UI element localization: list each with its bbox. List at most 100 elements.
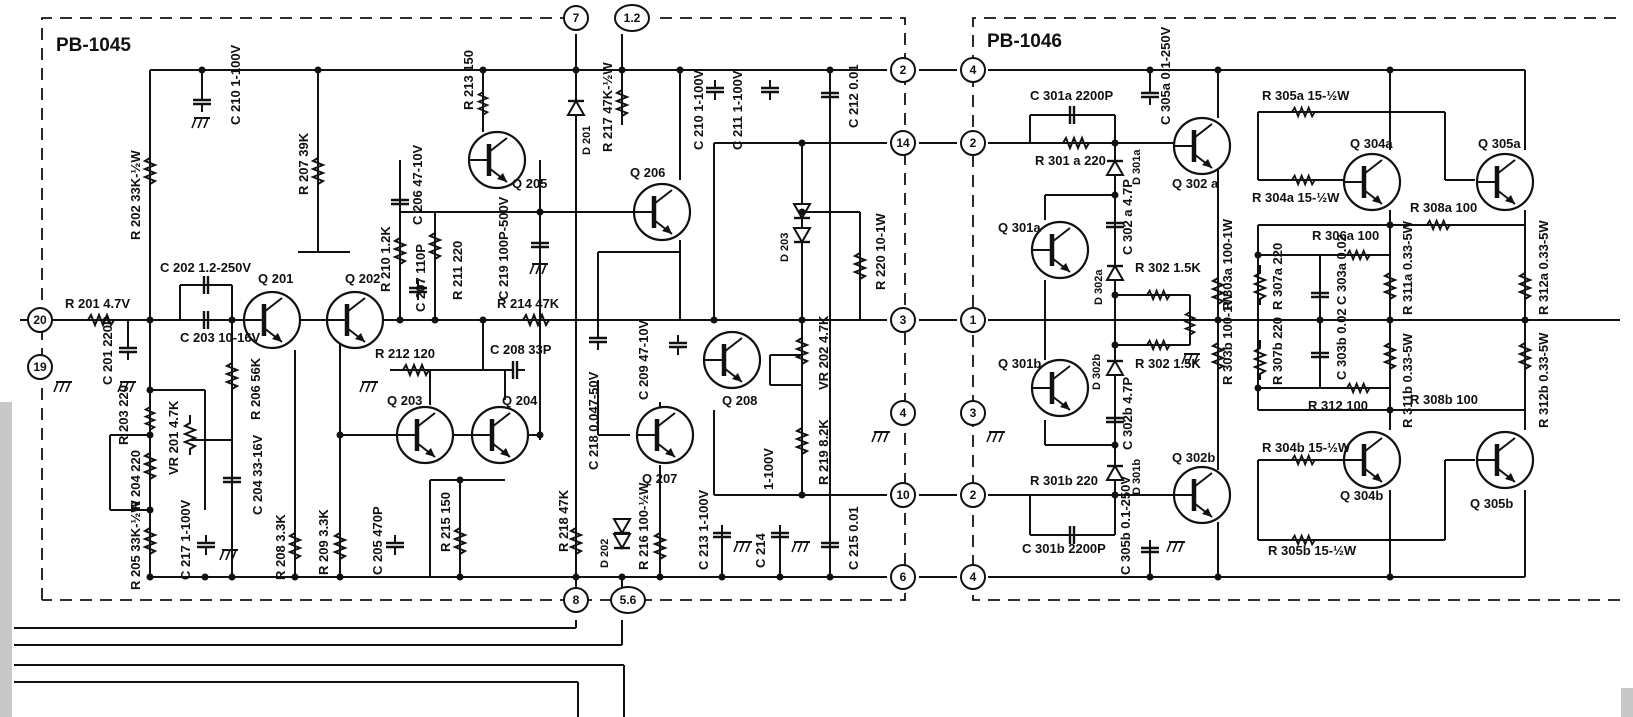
label-r208: R 208 3.3K (273, 514, 288, 580)
label-r311b: R 311b 0.33-5W (1400, 333, 1415, 428)
svg-text:20: 20 (33, 313, 47, 327)
svg-text:19: 19 (33, 360, 47, 374)
label-r304b: R 304b 15-½W (1262, 440, 1351, 455)
label-r311a: R 311a 0.33-5W (1400, 220, 1415, 315)
label-c216: 1-100V (761, 448, 776, 490)
label-r308a: R 308a 100 (1410, 200, 1477, 215)
label-q208: Q 208 (722, 393, 757, 408)
svg-text:8: 8 (573, 593, 580, 607)
label-d202: D 202 (599, 539, 611, 568)
terminal-7: 7 (563, 5, 589, 31)
label-r302a: R 302 1.5K (1135, 260, 1201, 275)
pb1045-components (53, 78, 1006, 566)
label-c209: C 209 47-10V (636, 319, 651, 400)
label-q304a: Q 304a (1350, 136, 1393, 151)
label-q205: Q 205 (512, 176, 547, 191)
terminal-2-c: 2 (960, 482, 986, 508)
terminal-10: 10 (890, 482, 916, 508)
label-c302b: C 302b 4.7P (1120, 377, 1135, 450)
right-edge-bar (1621, 688, 1633, 717)
label-d201: D 201 (581, 126, 593, 155)
label-r204: R 204 220 (128, 450, 143, 510)
terminal-8: 8 (563, 587, 589, 613)
terminal-5-6: 5.6 (610, 586, 646, 614)
label-c214: C 214 (753, 533, 768, 568)
label-r312a: R 312a 0.33-5W (1536, 220, 1551, 315)
label-c303b: C 303b 0.02 (1334, 308, 1349, 380)
pb1046-labels: C 301a 2200P C 305a 0.1-250V R 301 a 220… (998, 26, 1551, 575)
label-r306a: R 306a 100 (1312, 228, 1379, 243)
label-q302b: Q 302b (1172, 450, 1215, 465)
label-r305a: R 305a 15-½W (1262, 88, 1350, 103)
label-r301a: R 301 a 220 (1035, 153, 1106, 168)
terminal-19: 19 (27, 354, 53, 380)
label-q201: Q 201 (258, 271, 293, 286)
label-c206: C 206 47-10V (410, 144, 425, 225)
label-r307b: R 307b 220 (1270, 317, 1285, 385)
label-d302a: D 302a (1093, 269, 1105, 305)
terminal-6: 6 (890, 564, 916, 590)
label-r307a: R 307a 220 (1270, 243, 1285, 310)
svg-text:10: 10 (896, 488, 910, 502)
label-q305b: Q 305b (1470, 496, 1513, 511)
label-r203: R 203 220 (116, 385, 131, 445)
svg-text:2: 2 (970, 488, 977, 502)
junction-dots (146, 66, 1529, 581)
label-c201: C 201 220P (100, 316, 115, 385)
terminal-4-b: 4 (890, 400, 916, 426)
svg-text:3: 3 (900, 313, 907, 327)
label-r211: R 211 220 (450, 241, 465, 300)
label-q301b: Q 301b (998, 356, 1041, 371)
svg-text:14: 14 (896, 136, 910, 150)
label-c303a: C 303a 0.02 (1334, 234, 1349, 305)
label-c204: C 204 33-16V (250, 434, 265, 515)
label-r213: R 213 150 (461, 50, 476, 110)
label-c217: C 217 1-100V (178, 499, 193, 580)
label-r302b: R 302 1.5K (1135, 356, 1201, 371)
label-r205: R 205 33K-½W (128, 500, 143, 590)
label-q202: Q 202 (345, 271, 380, 286)
label-d301b: D 301b (1131, 459, 1143, 495)
terminal-20: 20 (27, 307, 53, 333)
label-r215: R 215 150 (438, 492, 453, 552)
label-c210b: C 210 1-100V (691, 69, 706, 150)
terminal-1: 1 (960, 307, 986, 333)
svg-text:2: 2 (900, 63, 907, 77)
label-r207: R 207 39K (296, 132, 311, 195)
label-q304b: Q 304b (1340, 488, 1383, 503)
label-d203: D 203 (779, 233, 791, 262)
label-c213: C 213 1-100V (696, 489, 711, 570)
label-q204: Q 204 (502, 393, 538, 408)
label-r312b: R 312b 0.33-5W (1536, 332, 1551, 428)
label-c208: C 208 33P (490, 342, 552, 357)
terminal-1-2: 1.2 (614, 4, 650, 32)
label-q302a: Q 302 a (1172, 176, 1219, 191)
board-outline-pb1045 (41, 17, 906, 601)
label-d302b: D 302b (1091, 354, 1103, 390)
label-c218: C 218 0.047-50V (586, 371, 601, 470)
label-c205: C 205 470P (370, 506, 385, 575)
label-r217: R 217 47K-½W (600, 62, 615, 152)
label-r301b: R 301b 220 (1030, 473, 1098, 488)
label-q301a: Q 301a (998, 220, 1041, 235)
label-d301a: D 301a (1131, 149, 1143, 185)
label-r304a: R 304a 15-½W (1252, 190, 1340, 205)
label-r219: R 219 8.2K (816, 419, 831, 485)
label-vr201: VR 201 4.7K (166, 400, 181, 475)
terminal-3-b: 3 (960, 400, 986, 426)
pb1045-labels: C 210 1-100V R 202 33K-½W R 207 39K R 21… (65, 44, 888, 590)
label-c211: C 211 1-100V (730, 70, 745, 150)
label-r209: R 209 3.3K (316, 509, 331, 575)
label-c203: C 203 10-16V (180, 330, 261, 345)
label-q207: Q 207 (642, 471, 677, 486)
svg-text:2: 2 (970, 136, 977, 150)
label-c212: C 212 0.01 (846, 64, 861, 128)
svg-text:7: 7 (573, 11, 580, 25)
label-c202: C 202 1.2-250V (160, 260, 251, 275)
label-c302a: C 302 a 4.7P (1120, 179, 1135, 255)
svg-text:1.2: 1.2 (624, 11, 641, 25)
svg-text:3: 3 (970, 406, 977, 420)
label-c301b: C 301b 2200P (1022, 541, 1106, 556)
label-r202: R 202 33K-½W (128, 150, 143, 240)
label-c301a: C 301a 2200P (1030, 88, 1113, 103)
